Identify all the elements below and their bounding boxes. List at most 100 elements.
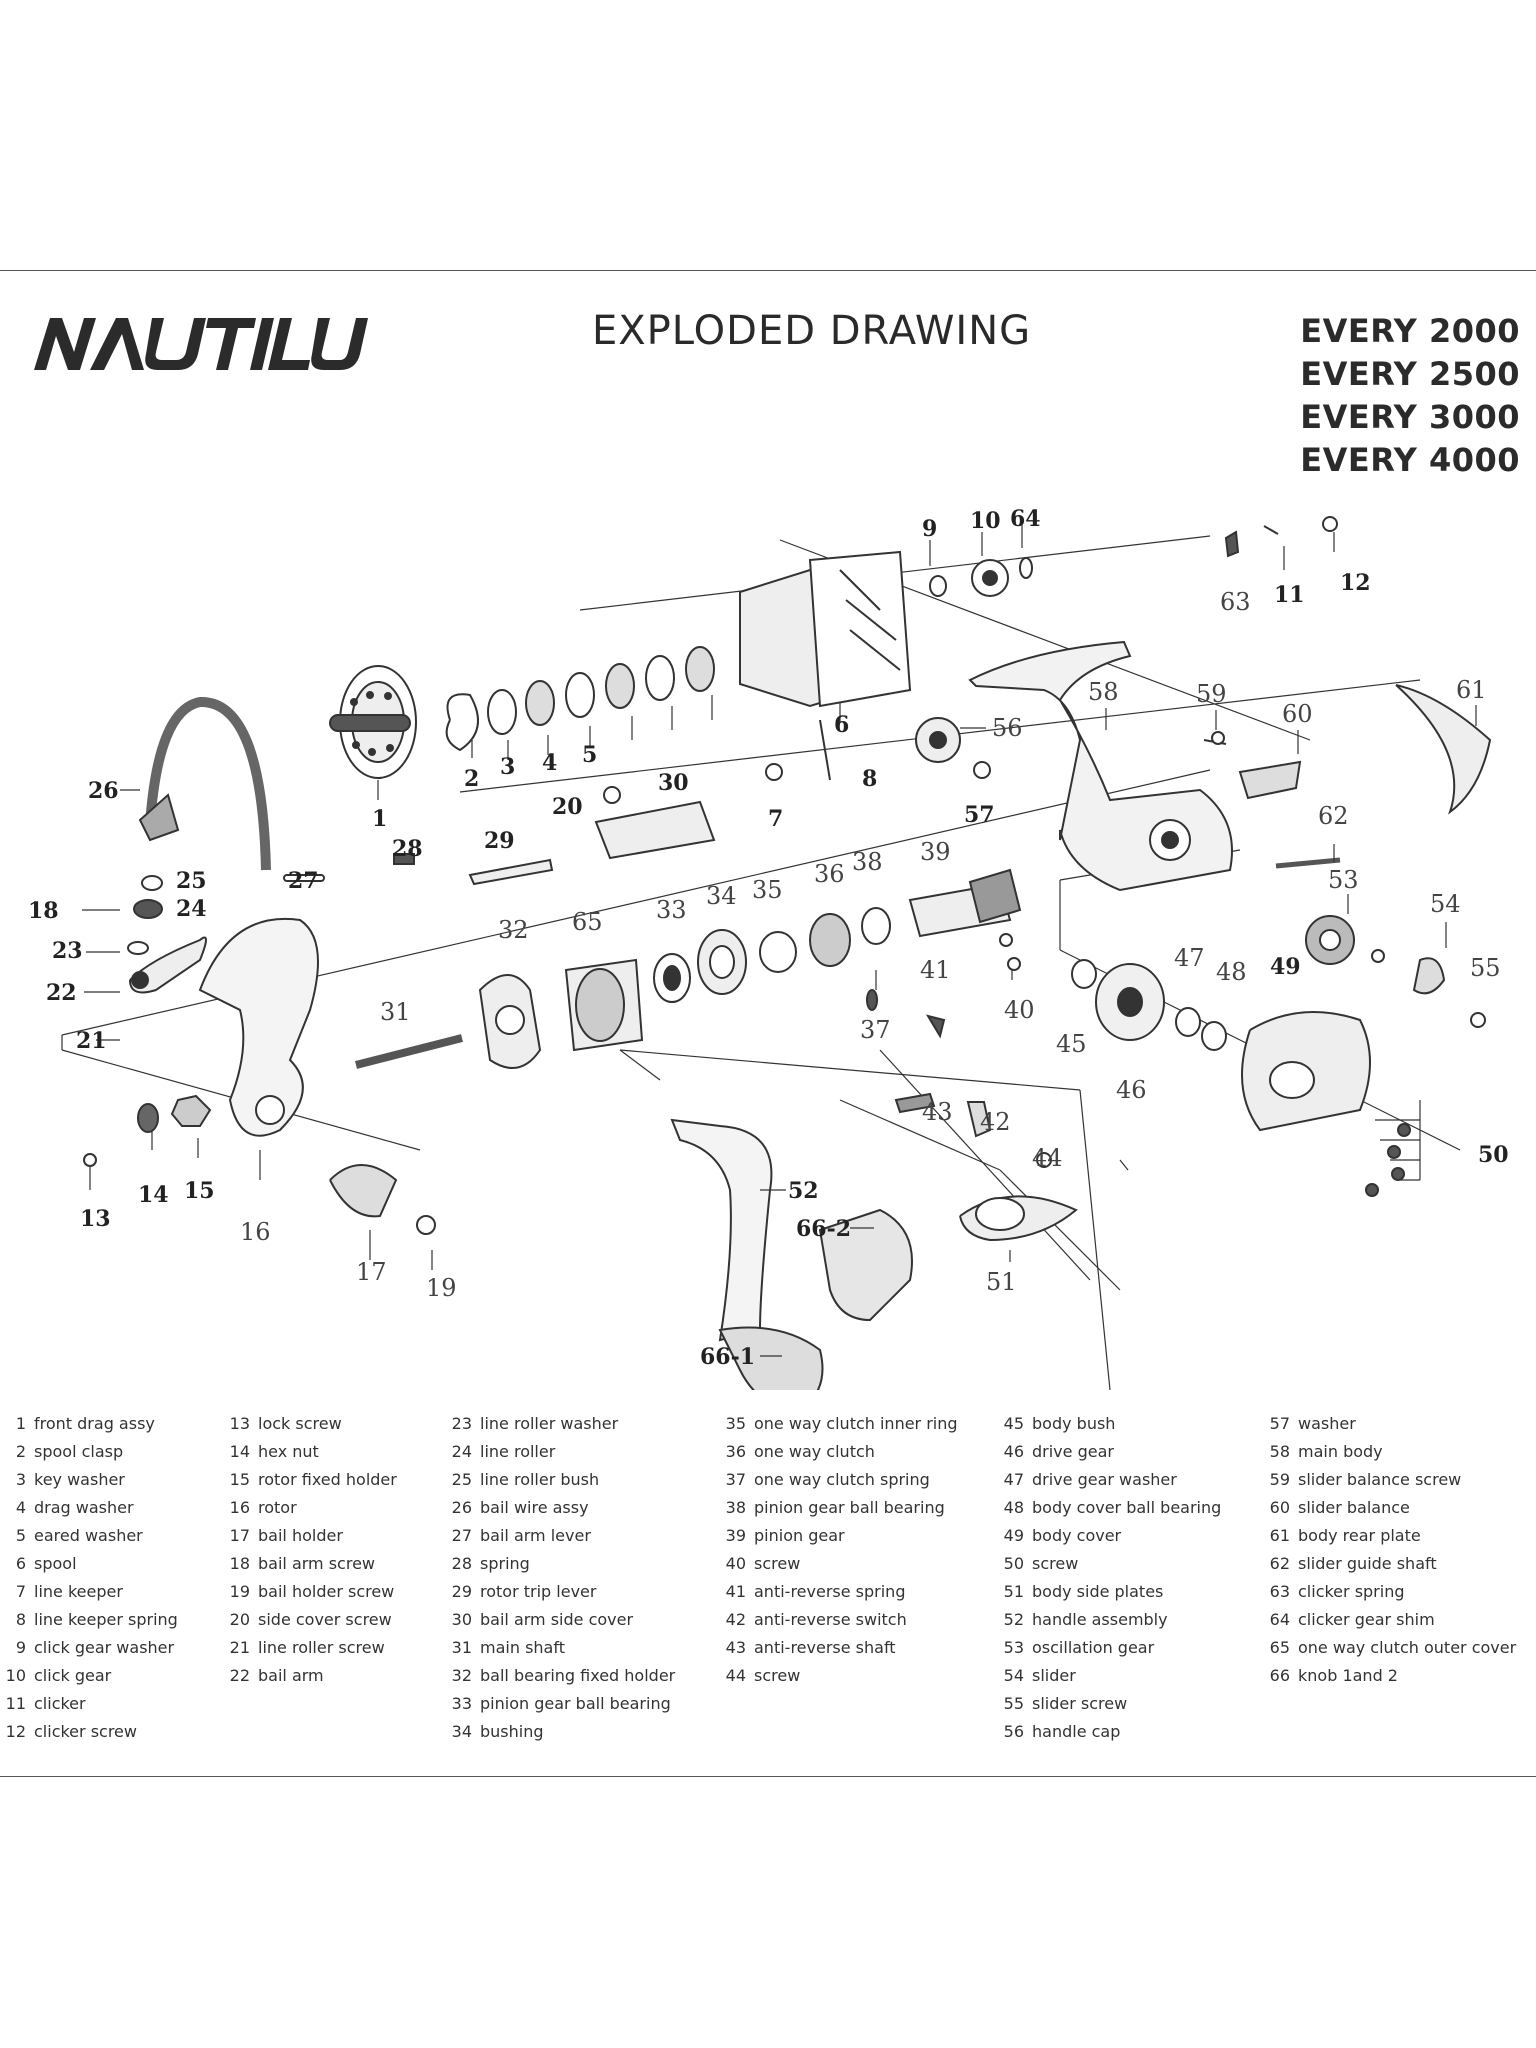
callout-27: 27 xyxy=(288,868,319,894)
callout-7: 7 xyxy=(768,806,783,832)
nautilus-logo xyxy=(34,318,368,370)
callout-26: 26 xyxy=(88,778,119,804)
callout-59: 59 xyxy=(1196,680,1227,708)
callout-62: 62 xyxy=(1318,802,1349,830)
callout-57: 57 xyxy=(964,802,995,828)
anti-reverse-parts xyxy=(894,1014,1052,1168)
callout-10: 10 xyxy=(970,508,1001,534)
callout-47: 47 xyxy=(1174,944,1205,972)
callout-37: 37 xyxy=(860,1016,891,1044)
callout-48: 48 xyxy=(1216,958,1247,986)
drag-washer-stack xyxy=(487,646,715,735)
bearing-holder xyxy=(478,974,542,1069)
callout-51: 51 xyxy=(986,1268,1017,1296)
callout-5: 5 xyxy=(582,742,597,768)
callout-43: 43 xyxy=(922,1098,953,1126)
callout-9: 9 xyxy=(922,516,937,542)
exploded-diagram: 1 2 3 4 5 6 7 8 9 10 11 12 13 14 15 16 1… xyxy=(28,506,1509,1390)
body-side-plate xyxy=(959,1195,1078,1242)
model-name: EVERY 2000 xyxy=(1300,312,1520,350)
callout-30: 30 xyxy=(658,770,689,796)
slider xyxy=(1412,957,1486,1028)
callout-1: 1 xyxy=(372,806,387,832)
callout-54: 54 xyxy=(1430,890,1461,918)
model-name: EVERY 4000 xyxy=(1300,441,1520,479)
callout-65: 65 xyxy=(572,908,603,936)
callout-66-1: 66-1 xyxy=(700,1344,755,1370)
bail-arm xyxy=(129,936,207,994)
bearings-bushing xyxy=(653,907,891,1003)
callout-22: 22 xyxy=(46,980,77,1006)
callout-11: 11 xyxy=(1274,582,1305,608)
slider-balance xyxy=(1203,739,1302,800)
callout-6: 6 xyxy=(834,712,849,738)
callout-39: 39 xyxy=(920,838,951,866)
callout-12: 12 xyxy=(1340,570,1371,596)
callout-24: 24 xyxy=(176,896,207,922)
model-name: EVERY 3000 xyxy=(1300,398,1520,436)
model-name: EVERY 2500 xyxy=(1300,355,1520,393)
spool-clasp xyxy=(445,693,479,752)
line-roller-parts xyxy=(127,875,163,955)
callout-36: 36 xyxy=(814,860,845,888)
body-cover xyxy=(1241,1011,1371,1132)
callout-25: 25 xyxy=(176,868,207,894)
bail-wire xyxy=(138,696,271,871)
main-body xyxy=(968,640,1233,892)
callout-34: 34 xyxy=(706,882,737,910)
callout-52: 52 xyxy=(788,1178,819,1204)
pinion-gear xyxy=(908,868,1022,938)
part-drawings xyxy=(83,516,1492,1390)
handle-cap xyxy=(915,717,991,779)
callout-56: 56 xyxy=(992,714,1023,742)
model-list: EVERY 2000 EVERY 2500 EVERY 3000 EVERY 4… xyxy=(1300,310,1520,482)
callout-35: 35 xyxy=(752,876,783,904)
callout-38: 38 xyxy=(852,848,883,876)
callout-4: 4 xyxy=(542,750,557,776)
callout-66-2: 66-2 xyxy=(796,1216,851,1242)
callout-20: 20 xyxy=(552,794,583,820)
callout-18: 18 xyxy=(28,898,59,924)
callout-3: 3 xyxy=(500,754,515,780)
drive-gear xyxy=(1071,959,1227,1051)
